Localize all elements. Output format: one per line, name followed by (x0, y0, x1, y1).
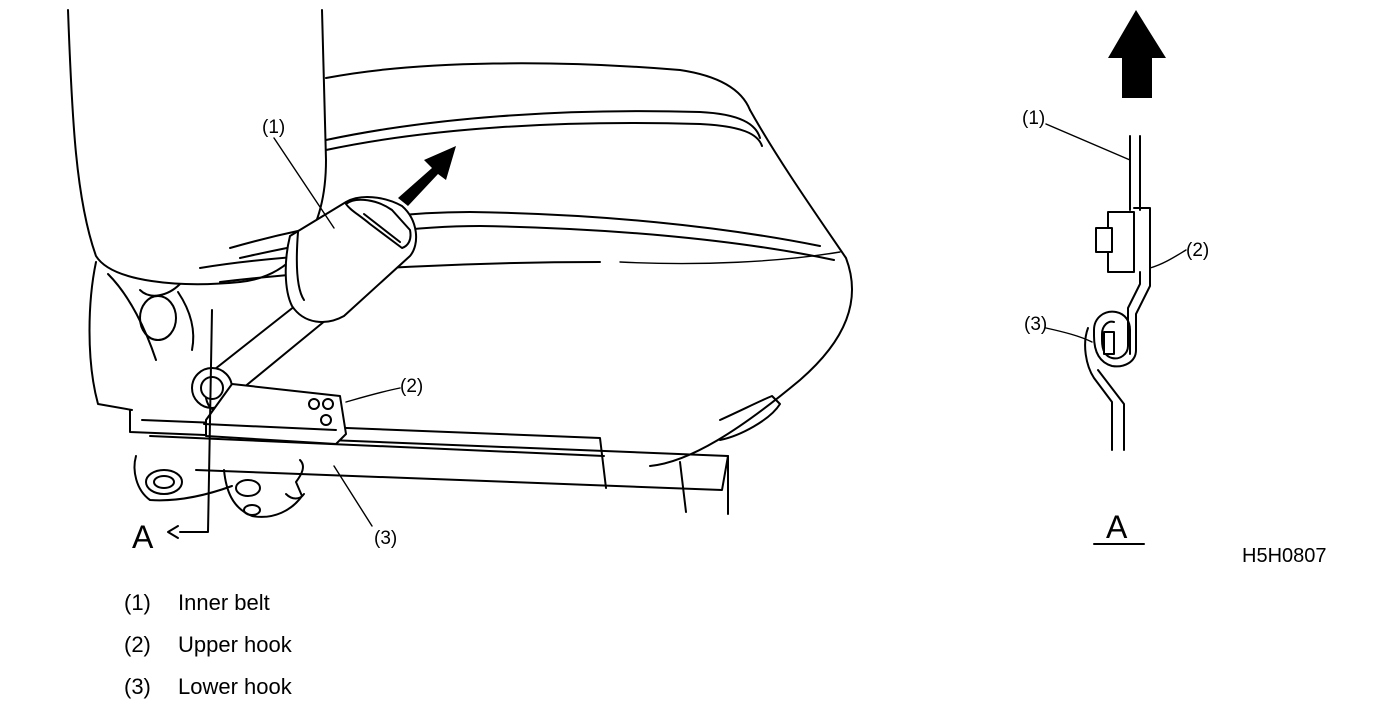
callout-2: (2) (400, 376, 423, 397)
leader-a3 (1045, 327, 1093, 343)
leader-1 (273, 137, 335, 229)
legend-row: (3) Lower hook (124, 666, 292, 708)
inner-belt-buckle (191, 196, 418, 412)
leader-a2 (1149, 249, 1187, 269)
legend-text: Upper hook (178, 632, 292, 657)
callout-a1: (1) (1022, 108, 1045, 129)
view-letter-right: A (1106, 509, 1128, 545)
seat-back (67, 9, 327, 286)
legend-text: Lower hook (178, 674, 292, 699)
legend-num: (3) (124, 674, 151, 699)
leader-2 (345, 387, 401, 403)
section-line-a (167, 309, 213, 539)
callout-1: (1) (262, 117, 285, 138)
callout-3: (3) (374, 528, 397, 549)
leader-3 (333, 465, 373, 527)
view-letter-left: A (132, 519, 154, 555)
legend-text: Inner belt (178, 590, 270, 615)
callout-a2: (2) (1186, 240, 1209, 261)
legend-num: (2) (124, 632, 151, 657)
legend-row: (2) Upper hook (124, 624, 292, 666)
callout-a3: (3) (1024, 314, 1047, 335)
hook-bracket (203, 383, 347, 445)
figure-code: H5H0807 (1242, 545, 1327, 567)
leader-a1 (1045, 123, 1131, 161)
legend: (1) Inner belt (2) Upper hook (3) Lower … (124, 582, 292, 708)
up-arrow-icon (1108, 10, 1166, 98)
legend-num: (1) (124, 590, 151, 615)
pull-arrow-icon (398, 146, 456, 206)
section-view-a (1084, 10, 1166, 451)
legend-row: (1) Inner belt (124, 582, 292, 624)
